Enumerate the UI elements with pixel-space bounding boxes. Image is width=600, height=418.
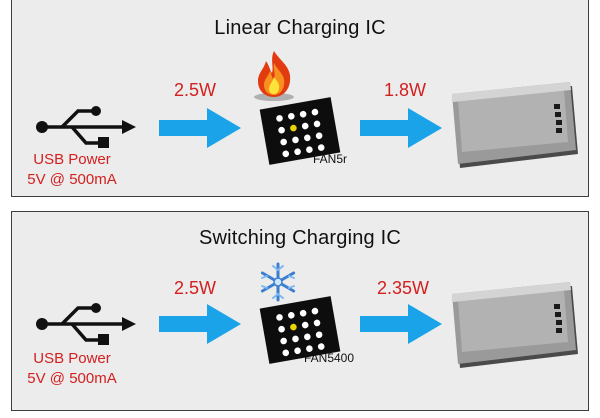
usb-source-label: USB Power 5V @ 500mA	[12, 150, 132, 190]
panel-title: Linear Charging IC	[214, 17, 386, 39]
usb-icon	[36, 303, 136, 345]
output-power-label: 2.35W	[377, 278, 430, 298]
chip-label: FAN5r	[313, 152, 348, 166]
usb-label-line2: 5V @ 500mA	[27, 171, 117, 188]
snowflake-icon	[258, 262, 298, 302]
usb-label-line2: 5V @ 500mA	[27, 370, 117, 387]
charging-chip	[259, 296, 341, 364]
usb-label-line1: USB Power	[33, 350, 111, 367]
output-power-label: 1.8W	[384, 80, 427, 100]
panel-title: Switching Charging IC	[198, 227, 402, 249]
input-power-label: 2.5W	[174, 80, 217, 100]
chip-label: FAN5400	[304, 351, 355, 365]
fire-icon	[248, 49, 300, 101]
battery-icon	[450, 280, 582, 376]
battery-icon	[450, 80, 582, 176]
usb-icon	[36, 106, 136, 148]
input-arrow	[159, 304, 241, 344]
switching-charging-panel: Switching Charging IC USB Power 5V @ 500…	[11, 211, 589, 411]
output-arrow	[360, 304, 442, 344]
usb-source-label: USB Power 5V @ 500mA	[12, 349, 132, 389]
linear-charging-panel: Linear Charging IC USB Power 5V @ 500mA …	[11, 0, 589, 197]
input-arrow	[159, 108, 241, 148]
charging-chip	[259, 97, 341, 165]
usb-label-line1: USB Power	[33, 151, 111, 168]
output-arrow	[360, 108, 442, 148]
input-power-label: 2.5W	[174, 278, 217, 298]
